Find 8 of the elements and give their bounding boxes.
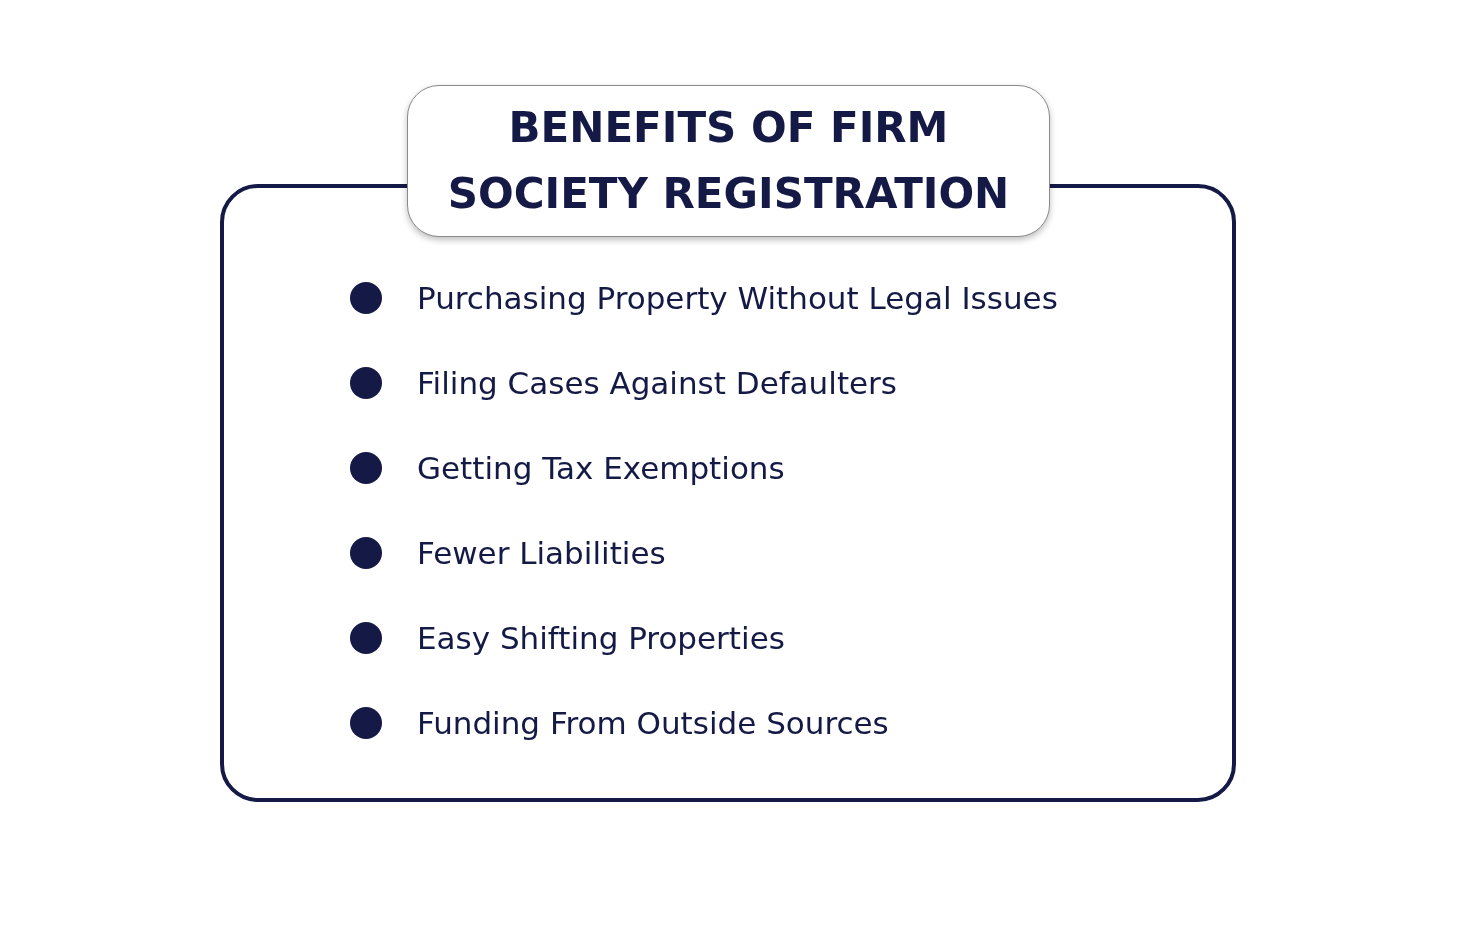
title-text: BENEFITS OF FIRM SOCIETY REGISTRATION — [446, 102, 1011, 220]
list-item-text: Fewer Liabilities — [417, 534, 666, 573]
list-item-text: Filing Cases Against Defaulters — [417, 364, 897, 403]
title-box — [407, 85, 1050, 237]
list-item-text: Purchasing Property Without Legal Issues — [417, 279, 1058, 318]
list-item-text: Getting Tax Exemptions — [417, 449, 785, 488]
list-item-text: Easy Shifting Properties — [417, 619, 785, 658]
list-item-text: Funding From Outside Sources — [417, 704, 889, 743]
